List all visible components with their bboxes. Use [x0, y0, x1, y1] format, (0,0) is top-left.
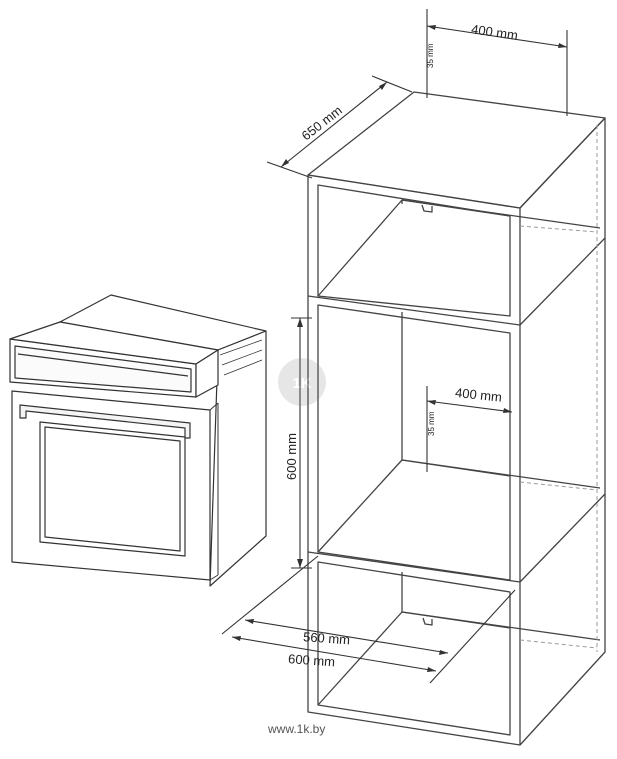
watermark-logo: 1K: [278, 358, 326, 406]
upper-compartment-frame: [317, 184, 511, 317]
niche-width-inner-label: 560 mm: [303, 629, 351, 647]
upper-compartment-shelf: [317, 199, 601, 297]
built-in-oven: [9, 294, 267, 587]
niche-width-outer-label: 600 mm: [288, 651, 336, 669]
cabinet-depth-label: 650 mm: [299, 103, 345, 144]
oven-panel-side: [195, 349, 219, 398]
cabinet-front-frame: [307, 174, 521, 746]
lower-divider: [307, 493, 606, 583]
credit-text: www.1k.by: [268, 722, 326, 736]
cabinet-right-side: [519, 117, 606, 746]
middle-divider: [307, 237, 606, 326]
hidden-lines: [519, 125, 598, 652]
tall-cabinet: [307, 91, 606, 746]
oven-door-window: [39, 421, 186, 557]
oven-body-side: [209, 330, 267, 587]
dimension-lines: [221, 9, 568, 684]
watermark-logo-text: 1K: [292, 375, 311, 392]
upper-vent-notch: [421, 204, 433, 213]
oven-niche-frame: [317, 304, 511, 581]
top-opening-width-label: 400 mm: [470, 21, 519, 42]
dimension-arrowheads: [232, 25, 567, 672]
oven-door-window-inner: [44, 426, 181, 552]
oven-panel-line: [17, 353, 189, 377]
top-vent-height-label: 35 mm: [426, 43, 435, 68]
lower-compartment-frame: [317, 561, 511, 736]
oven-door-handle: [19, 404, 191, 439]
lower-vent-notch: [422, 617, 433, 626]
middle-opening-width-label: 400 mm: [454, 385, 502, 405]
niche-floor: [317, 459, 601, 553]
upper-back-edge: [401, 199, 511, 217]
middle-vent-height-label: 35 mm: [427, 411, 436, 436]
oven-panel-inset: [14, 345, 192, 393]
niche-height-label: 600 mm: [284, 433, 299, 480]
watermark-circle: [278, 358, 326, 406]
